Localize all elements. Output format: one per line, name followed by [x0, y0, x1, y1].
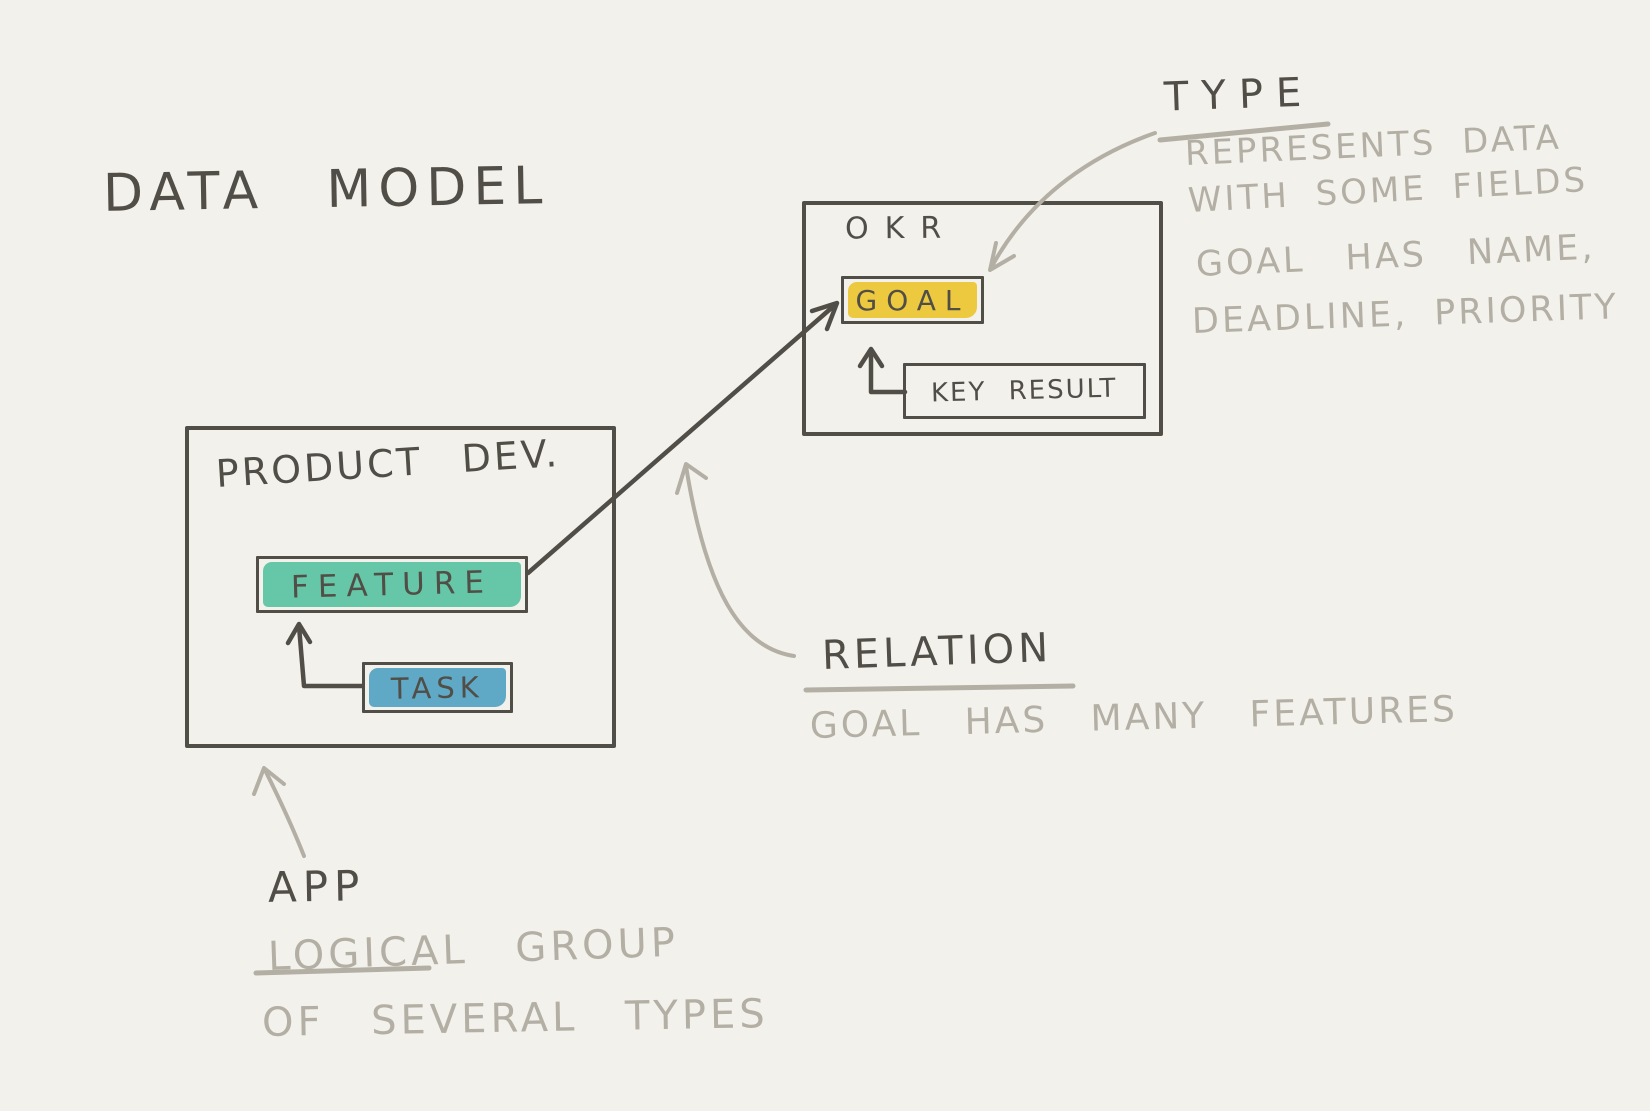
relation-annotation-arrow [684, 464, 796, 658]
type-label-feature: FEATURE [290, 563, 494, 606]
annotation-type-note-line: DEADLINE, PRIORITY [1191, 287, 1620, 342]
annotation-app-note-line: OF SEVERAL TYPES [261, 991, 770, 1046]
annotation-app-note-line: LOGICAL GROUP [267, 919, 680, 980]
type-box-task: TASK [362, 662, 513, 713]
task-highlight: TASK [369, 668, 506, 707]
feature-highlight: FEATURE [263, 562, 521, 607]
type-box-feature: FEATURE [256, 556, 528, 613]
type-box-goal: GOAL [841, 276, 984, 324]
app-label-okr: OKR [844, 210, 958, 247]
annotation-type-note-line: GOAL HAS NAME, [1195, 227, 1597, 285]
annotation-type-term: TYPE [1163, 69, 1316, 121]
type-label-task: TASK [390, 669, 485, 706]
type-box-key-result: KEY RESULT [903, 363, 1146, 419]
app-annotation-arrow [263, 768, 306, 858]
type-label-goal: GOAL [855, 283, 970, 317]
relation-annotation-arrowhead [675, 462, 708, 495]
diagram-title: DATA MODEL [102, 156, 550, 224]
type-label-key-result: KEY RESULT [930, 373, 1119, 409]
annotation-relation-term: RELATION [821, 624, 1053, 679]
annotation-app-term: APP [267, 861, 366, 912]
annotation-relation-note-line: GOAL HAS MANY FEATURES [809, 689, 1459, 747]
goal-highlight: GOAL [848, 282, 977, 318]
app-box-product-dev [185, 426, 616, 748]
relation-term-underline [803, 683, 1076, 693]
app-annotation-arrowhead [252, 766, 286, 796]
